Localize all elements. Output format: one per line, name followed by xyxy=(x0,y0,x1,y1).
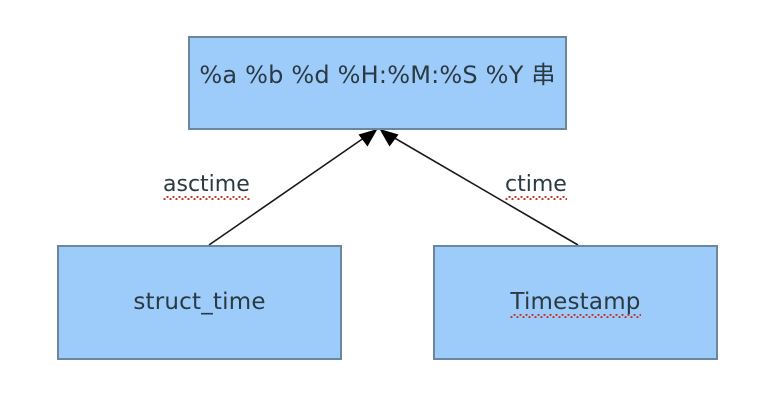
node-timestamp-label: Timestamp xyxy=(510,288,641,319)
edge-asctime-arrowhead-icon xyxy=(358,129,378,147)
edge-label-ctime-wrapper: ctime xyxy=(505,172,567,200)
node-format-string[interactable]: %a %b %d %H:%M:%S %Y 串 xyxy=(188,36,567,130)
node-timestamp[interactable]: Timestamp xyxy=(433,245,718,360)
edge-ctime-arrowhead-icon xyxy=(379,129,399,147)
node-struct-time-label: struct_time xyxy=(133,288,266,315)
edge-label-asctime-wrapper: asctime xyxy=(163,172,250,200)
node-format-string-label: %a %b %d %H:%M:%S %Y 串 xyxy=(199,60,556,89)
edge-label-asctime[interactable]: asctime xyxy=(163,172,250,200)
node-struct-time[interactable]: struct_time xyxy=(57,245,342,360)
edge-label-ctime[interactable]: ctime xyxy=(505,172,567,200)
